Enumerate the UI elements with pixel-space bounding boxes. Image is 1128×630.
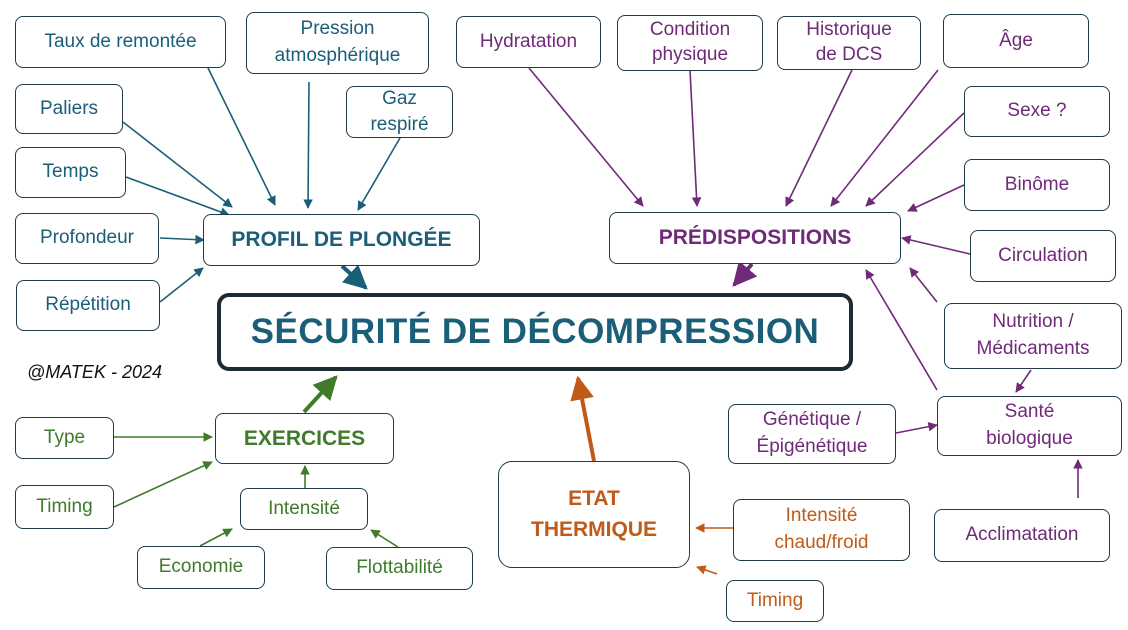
arrow-nutrition-to-sante [1015,369,1032,393]
pression-node: Pression atmosphérique [246,12,429,74]
profil-node: PROFIL DE PLONGÉE [203,214,480,266]
arrow-flottabilite-to-intensite [370,529,399,548]
thermal-intensite-label: Intensité chaud/froid [774,505,869,553]
arrow-hydratation-to-predis [528,67,644,207]
arrow-nutrition-to-predis [909,267,938,303]
pression-label: Pression atmosphérique [274,18,401,66]
thermique-node: ETAT THERMIQUE [498,461,690,568]
exercise-timing-label: Timing [36,495,93,517]
type-node: Type [15,417,114,459]
arrow-gaz-to-profil [357,137,401,211]
arrow-timing-to-thermique [696,565,718,575]
arrow-sexe-to-predis [865,112,965,207]
arrow-taux-to-profil [207,67,276,206]
age-node: Âge [943,14,1089,68]
paliers-label: Paliers [39,97,99,119]
arrow-profil-to-central [340,264,368,290]
arrow-timing-to-exercices [113,461,213,508]
genetique-label: Génétique / Épigénétique [756,409,868,457]
historique-node: Historique de DCS [777,16,921,70]
acclimatation-node: Acclimatation [934,509,1110,562]
thermal-intensite-node: Intensité chaud/froid [733,499,910,561]
gaz-node: Gaz respiré [346,86,453,138]
arrow-condition-to-predis [689,69,702,207]
circulation-label: Circulation [998,244,1088,266]
temps-node: Temps [15,147,126,198]
repetition-node: Répétition [16,280,160,331]
nutrition-node: Nutrition / Médicaments [944,303,1122,369]
taux-node: Taux de remontée [15,16,226,68]
paliers-node: Paliers [15,84,123,134]
profondeur-node: Profondeur [15,213,159,264]
predispositions-node: PRÉDISPOSITIONS [609,212,901,264]
nutrition-label: Nutrition / Médicaments [976,311,1090,359]
condition-node: Condition physique [617,15,763,71]
condition-label: Condition physique [649,19,731,65]
arrow-profondeur-to-profil [159,234,205,245]
sexe-label: Sexe ? [1007,100,1067,122]
arrow-genetique-to-sante [895,421,938,434]
arrow-thermique-to-central [570,375,596,462]
binome-node: Binôme [964,159,1110,211]
binome-label: Binôme [1004,173,1070,195]
genetique-node: Génétique / Épigénétique [728,404,896,464]
hydratation-node: Hydratation [456,16,601,68]
arrow-temps-to-profil [125,176,230,217]
arrow-paliers-to-profil [122,121,233,208]
arrow-economie-to-intensite [199,528,233,547]
sexe-node: Sexe ? [964,86,1110,137]
economie-node: Economie [137,546,265,589]
exercise-timing-node: Timing [15,485,114,529]
temps-label: Temps [42,161,99,183]
arrow-age-to-predis [830,69,939,207]
taux-label: Taux de remontée [44,30,197,52]
acclimatation-label: Acclimatation [965,524,1079,546]
exercices-title: EXERCICES [243,426,366,450]
sante-label: Santé biologique [986,401,1073,449]
arrow-predis-to-central [732,260,758,287]
gaz-label: Gaz respiré [370,88,429,135]
arrow-binome-to-predis [907,184,965,212]
repetition-label: Répétition [45,294,131,316]
thermique-title: ETAT THERMIQUE [531,487,657,541]
type-label: Type [43,426,86,448]
flottabilite-node: Flottabilité [326,547,473,590]
exercices-node: EXERCICES [215,413,394,464]
central-title: SÉCURITÉ DE DÉCOMPRESSION [250,312,820,351]
flottabilite-label: Flottabilité [356,557,443,579]
profondeur-label: Profondeur [39,227,134,249]
predispositions-title: PRÉDISPOSITIONS [658,226,852,250]
arrow-repetition-to-profil [159,267,204,303]
arrow-pression-to-profil [303,81,313,209]
age-label: Âge [999,29,1033,51]
historique-label: Historique de DCS [806,19,892,65]
arrow-circulation-to-predis [901,235,971,255]
arrow-exercices-to-central [302,375,338,414]
arrow-sante-to-predis [865,269,938,391]
intensite-node: Intensité [240,488,368,530]
circulation-node: Circulation [970,230,1116,282]
hydratation-label: Hydratation [479,30,578,52]
arrow-historique-to-predis [785,69,853,207]
credit-text: @MATEK - 2024 [27,362,162,382]
central-node: SÉCURITÉ DE DÉCOMPRESSION [217,293,853,371]
sante-node: Santé biologique [937,396,1122,456]
thermal-timing-label: Timing [746,589,804,611]
economie-label: Economie [158,556,244,578]
intensite-label: Intensité [268,497,340,519]
thermal-timing-node: Timing [726,580,824,622]
profil-title: PROFIL DE PLONGÉE [231,228,452,252]
